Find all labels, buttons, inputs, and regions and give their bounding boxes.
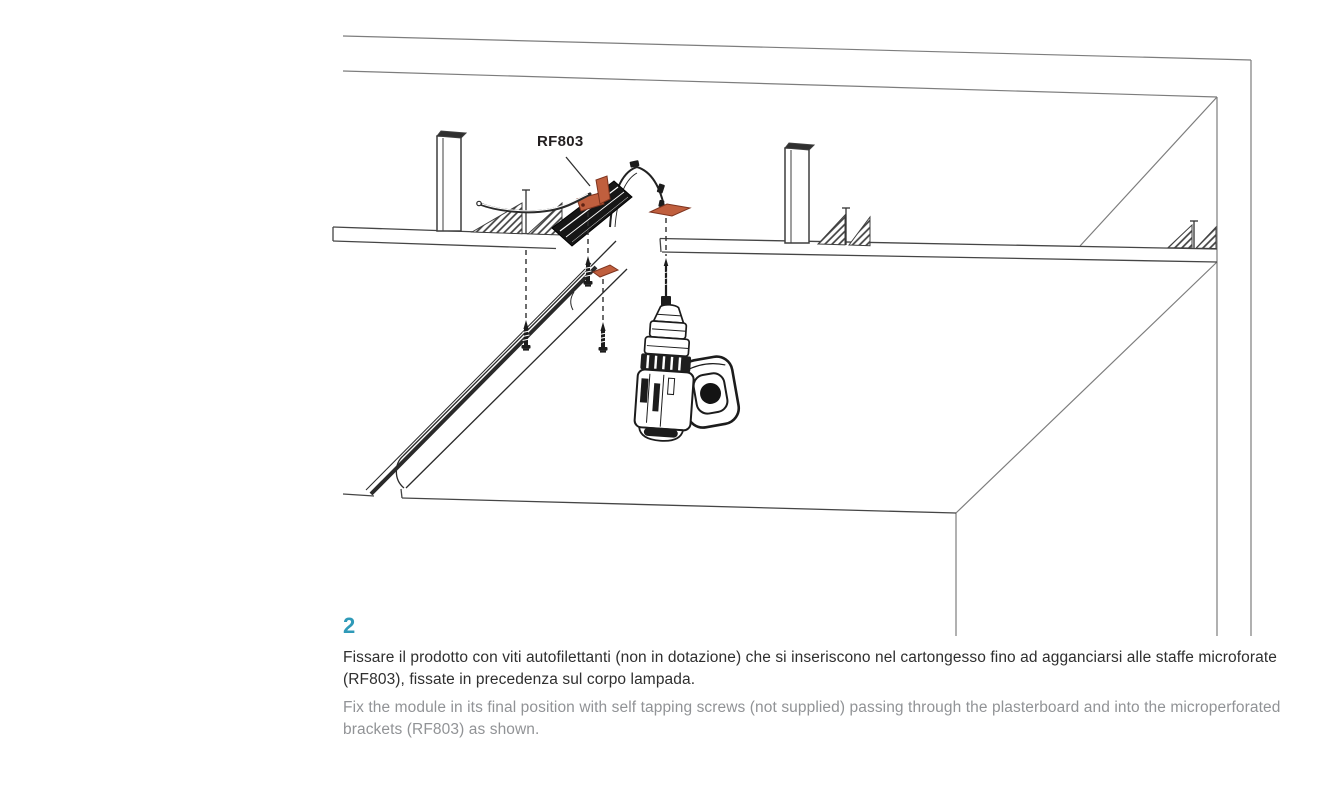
drill-nose	[652, 303, 685, 325]
lamp-profile-below	[365, 240, 628, 496]
bracket-hole	[581, 203, 585, 207]
power-cable	[476, 192, 592, 214]
screw-guide-dashed-lines	[525, 212, 667, 321]
step-number: 2	[343, 613, 356, 638]
rf803-bracket-flange	[595, 175, 611, 205]
rf803-bracket-paddle	[648, 203, 692, 217]
instruction-italian-line1: Fissare il prodotto con viti autofiletta…	[343, 649, 1277, 666]
drill-screw	[661, 258, 671, 308]
ceiling-structure	[342, 35, 1252, 636]
instruction-italian-line2: (RF803), fissate in precedenza sul corpo…	[343, 671, 696, 688]
part-label-rf803: RF803	[537, 133, 584, 150]
instruction-english-line2: brackets (RF803) as shown.	[343, 721, 540, 738]
rf803-bracket-tab	[591, 264, 620, 278]
drill-handle	[679, 355, 741, 429]
drill-chuck-lower	[643, 335, 691, 358]
instruction-english-line1: Fix the module in its final position wit…	[343, 699, 1281, 716]
cable-clip	[656, 183, 665, 194]
hanger-posts	[436, 130, 816, 244]
cordless-drill	[633, 258, 741, 442]
cable-clip	[629, 160, 640, 168]
plasterboard-ceiling	[332, 226, 1218, 514]
drill-torque-ring	[640, 353, 692, 373]
label-leader-line	[565, 156, 591, 187]
